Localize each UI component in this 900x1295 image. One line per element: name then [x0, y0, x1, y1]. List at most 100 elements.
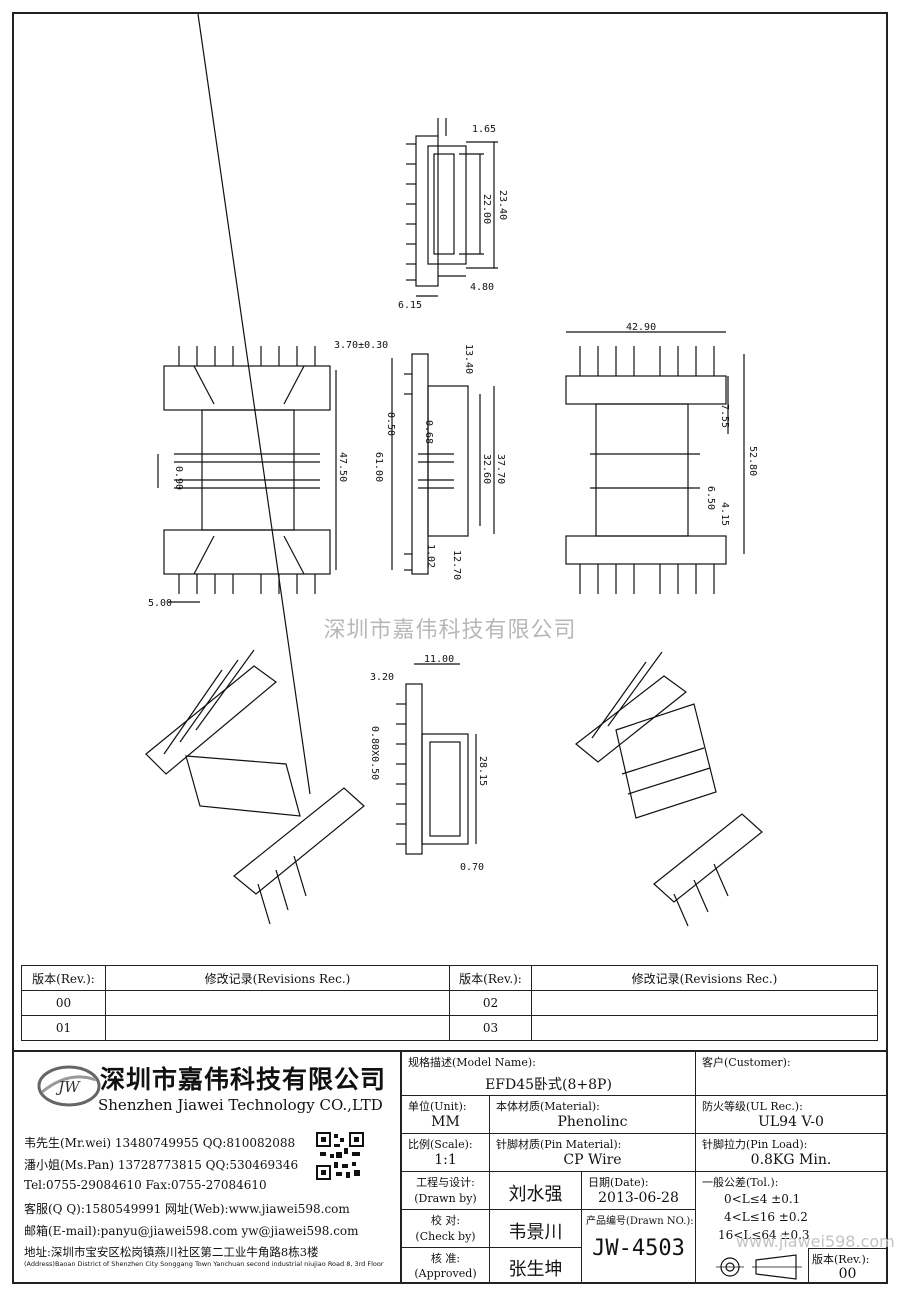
dim-1-02: 1.02 — [425, 544, 436, 568]
dim-4-15: 4.15 — [719, 502, 730, 526]
rec-header-2: 修改记录(Revisions Rec.) — [531, 965, 878, 991]
dim-3-70: 3.70±0.30 — [334, 340, 388, 351]
approve-label-cell: 核 准: (Approved) — [402, 1248, 490, 1284]
dim-1-65: 1.65 — [472, 124, 496, 135]
rec-02 — [531, 990, 878, 1016]
rev-header-2: 版本(Rev.): — [449, 965, 532, 991]
rec-header: 修改记录(Revisions Rec.) — [105, 965, 450, 991]
rev-01: 01 — [21, 1015, 106, 1041]
ul-cell: 防火等级(UL Rec.): UL94 V-0 — [696, 1096, 886, 1134]
pin-material-cell: 针脚材质(Pin Material): CP Wire — [490, 1134, 696, 1172]
dim-47-50: 47.50 — [337, 452, 348, 482]
dim-22-00: 22.00 — [481, 194, 492, 224]
front-view — [157, 346, 337, 603]
tol-label: 一般公差(Tol.): — [702, 1176, 779, 1189]
company-en-name: Shenzhen Jiawei Technology CO.,LTD — [98, 1096, 383, 1114]
company-address: 地址:深圳市宝安区松岗镇燕川社区第二工业牛角路8栋3楼 — [24, 1245, 319, 1259]
tol-row-3: 16<L≤64 ±0.3 — [718, 1228, 810, 1242]
pin-detail-view — [396, 663, 477, 855]
drawing-frame — [12, 12, 888, 1284]
dim-12-70: 12.70 — [451, 550, 462, 580]
contact-wei: 韦先生(Mr.wei) 13480749955 QQ:810082088 — [24, 1136, 296, 1150]
dim-61-00: 61.00 — [373, 452, 384, 482]
contact-qq-web: 客服(Q Q):1580549991 网址(Web):www.jiawei598… — [24, 1202, 350, 1216]
contact-pan: 潘小姐(Ms.Pan) 13728773815 QQ:530469346 — [24, 1158, 299, 1172]
dim-37-70: 37.70 — [495, 454, 506, 484]
projection-symbol-icon — [716, 1254, 802, 1280]
drawn-by-value: 刘水强 — [508, 1184, 563, 1205]
isometric-view-left — [145, 14, 365, 925]
drawn-label: 工程与设计: — [416, 1176, 475, 1189]
tol-row-1: 0<L≤4 ±0.1 — [724, 1192, 801, 1206]
dim-28-15: 28.15 — [477, 756, 488, 786]
dim-5-00: 5.00 — [148, 598, 172, 609]
material-value: Phenolinc — [557, 1114, 628, 1130]
drawn-by-cell: 刘水强 — [490, 1172, 582, 1210]
approve-label: 核 准: — [430, 1252, 461, 1265]
check-by-value: 韦景川 — [508, 1222, 563, 1243]
dim-0-80x0-50: 0.80X0.50 — [369, 726, 380, 780]
dim-6-50: 6.50 — [705, 486, 716, 510]
rec-01 — [105, 1015, 450, 1041]
approve-value: 张生坤 — [508, 1259, 563, 1280]
rev-00: 00 — [21, 990, 106, 1016]
ul-value: UL94 V-0 — [758, 1114, 824, 1130]
material-cell: 本体材质(Material): Phenolinc — [490, 1096, 696, 1134]
model-label: 规格描述(Model Name): — [408, 1056, 536, 1069]
check-label-en: (Check by) — [415, 1230, 476, 1243]
date-cell: 日期(Date): 2013-06-28 — [582, 1172, 696, 1210]
unit-value: MM — [431, 1114, 460, 1130]
approve-label-en: (Approved) — [414, 1267, 477, 1280]
scale-cell: 比例(Scale): 1:1 — [402, 1134, 490, 1172]
drawn-no-value: JW-4503 — [592, 1236, 685, 1261]
unit-cell: 单位(Unit): MM — [402, 1096, 490, 1134]
revision-table: 版本(Rev.): 修改记录(Revisions Rec.) 版本(Rev.):… — [21, 965, 878, 1041]
dim-52-80: 52.80 — [747, 446, 758, 476]
approve-cell: 张生坤 — [490, 1248, 582, 1284]
watermark-text: 深圳市嘉伟科技有限公司 — [323, 618, 577, 643]
dim-4-80: 4.80 — [470, 282, 494, 293]
dim-32-60: 32.60 — [481, 454, 492, 484]
version-box: 版本(Rev.): 00 — [808, 1248, 886, 1284]
pin-load-cell: 针脚拉力(Pin Load): 0.8KG Min. — [696, 1134, 886, 1172]
drawn-no-label: 产品编号(Drawn NO.): — [586, 1216, 694, 1227]
rev-02: 02 — [449, 990, 532, 1016]
drawn-by-label-cell: 工程与设计: (Drawn by) — [402, 1172, 490, 1210]
customer-cell: 客户(Customer): — [696, 1052, 886, 1096]
company-cn-name: 深圳市嘉伟科技有限公司 — [100, 1065, 387, 1094]
check-by-label-cell: 校 对: (Check by) — [402, 1210, 490, 1248]
pin-material-label: 针脚材质(Pin Material): — [496, 1138, 622, 1151]
tol-row-2: 4<L≤16 ±0.2 — [724, 1210, 808, 1224]
dim-0-70: 0.70 — [460, 862, 484, 873]
date-label: 日期(Date): — [588, 1176, 649, 1189]
dim-0-50: 0.50 — [385, 412, 396, 436]
model-cell: 规格描述(Model Name): EFD45卧式(8+8P) — [402, 1052, 696, 1096]
contact-tel-fax: Tel:0755-29084610 Fax:0755-27084610 — [24, 1178, 267, 1192]
check-by-cell: 韦景川 — [490, 1210, 582, 1248]
dim-0-68: 0.68 — [423, 420, 434, 444]
version-value: 00 — [838, 1266, 857, 1282]
company-info: JW 深圳市嘉伟科技有限公司 Shenzhen Jiawei Technolog… — [14, 1052, 402, 1284]
bottom-view — [565, 331, 745, 594]
scale-value: 1:1 — [434, 1152, 457, 1168]
check-label: 校 对: — [430, 1214, 461, 1227]
dim-7-55: 7.55 — [719, 404, 730, 428]
dim-0-90: 0.90 — [173, 466, 184, 490]
rev-03: 03 — [449, 1015, 532, 1041]
qr-code-icon — [316, 1132, 364, 1180]
pin-load-value: 0.8KG Min. — [750, 1152, 832, 1168]
technical-drawing: 1.65 23.40 22.00 4.80 6.15 3.70±0.30 13.… — [145, 14, 763, 927]
date-value: 2013-06-28 — [598, 1190, 679, 1206]
company-address-en: (Address)Baoan District of Shenzhen City… — [24, 1260, 384, 1268]
dim-23-40: 23.40 — [497, 190, 508, 220]
pin-material-value: CP Wire — [563, 1152, 622, 1168]
dim-13-40: 13.40 — [463, 344, 474, 374]
scale-label: 比例(Scale): — [408, 1138, 473, 1151]
model-value: EFD45卧式(8+8P) — [485, 1077, 612, 1093]
company-logo: JW — [37, 1065, 101, 1107]
material-label: 本体材质(Material): — [496, 1100, 600, 1113]
rec-03 — [531, 1015, 878, 1041]
customer-label: 客户(Customer): — [702, 1056, 791, 1069]
side-view — [391, 353, 495, 575]
tolerance-cell: 一般公差(Tol.): 0<L≤4 ±0.1 4<L≤16 ±0.2 16<L≤… — [696, 1172, 895, 1284]
